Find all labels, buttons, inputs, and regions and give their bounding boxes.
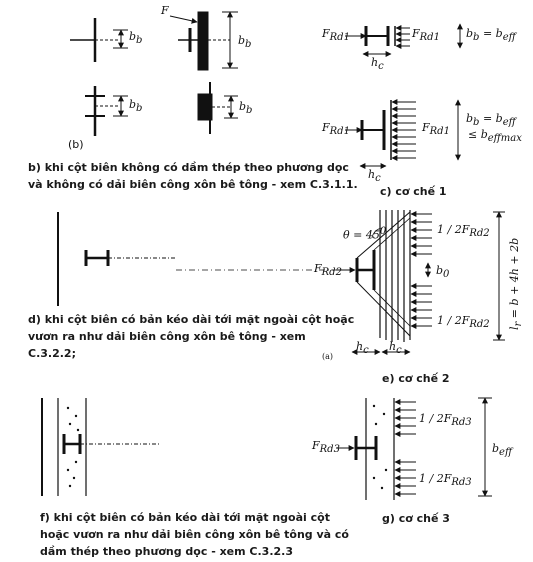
label-FRd1-left-b: FRd1 [322,121,350,138]
mechanism-2-sketch [336,210,505,355]
label-hc-3: hc [356,340,369,357]
caption-b: b) khi cột biên không có dầm thép theo p… [28,161,358,191]
mechanism-3-sketch [336,397,492,500]
label-hc-2: hc [368,168,381,185]
label-bb-1: bb [129,30,143,47]
label-FRd1-right-b: FRd1 [422,121,450,138]
panel-b-sketches [70,11,238,136]
caption-c: c) cơ chế 1 [380,185,447,198]
label-half-FRd3-top: 1 / 2FRd3 [419,412,472,429]
mechanism-3-dots [372,404,388,490]
label-beq-2: bb = beff [466,112,516,129]
panel-d-sketch [57,212,175,306]
mechanism-1-sketch-a [345,23,463,57]
caption-d: d) khi cột biên có bản kéo dài tới mặt n… [28,313,355,360]
panel-f-dots [66,406,80,488]
label-leq-effmax: ≤ beffmax [468,128,522,145]
label-bb-2: bb [238,34,252,51]
label-beff: beff [492,442,513,459]
mechanism-2-lower-arrows [410,283,432,329]
label-half-FRd2-top: 1 / 2FRd2 [437,223,490,240]
mechanism-1-sketch-b [345,99,461,169]
label-half-FRd3-bottom: 1 / 2FRd3 [419,472,472,489]
label-FRd2: FRd2 [314,262,342,279]
label-beq-1: bb = beff [466,27,516,44]
label-theta: θ = 450 [343,226,387,242]
mechanism-3-lower-arrows [394,459,416,497]
mechanism-2-upper-arrows [410,211,432,257]
label-bb-3: bb [129,98,143,115]
label-hc-1: hc [371,56,384,73]
label-panel-b: (b) [68,138,84,151]
mechanism-3-upper-arrows [394,399,416,437]
label-FRd3: FRd3 [312,439,340,456]
label-hc-4: hc [389,340,402,357]
caption-e: e) cơ chế 2 [382,372,450,385]
caption-g: g) cơ chế 3 [382,512,450,525]
label-lr-formula: lr = b + 4h + 2b [508,237,525,330]
caption-f: f) khi cột biên có bản kéo dài tới mặt n… [40,511,349,558]
label-half-FRd2-bottom: 1 / 2FRd2 [437,314,490,331]
label-bb-4: bb [239,100,253,117]
label-FRd1-left: FRd1 [322,27,350,44]
panel-f-sketch [41,398,160,496]
label-F: F [161,4,169,17]
label-b0: b0 [436,264,450,281]
label-a-mark: (a) [322,352,334,361]
label-FRd1-right: FRd1 [412,27,440,44]
mechanism-1-load-arrows [391,99,416,161]
